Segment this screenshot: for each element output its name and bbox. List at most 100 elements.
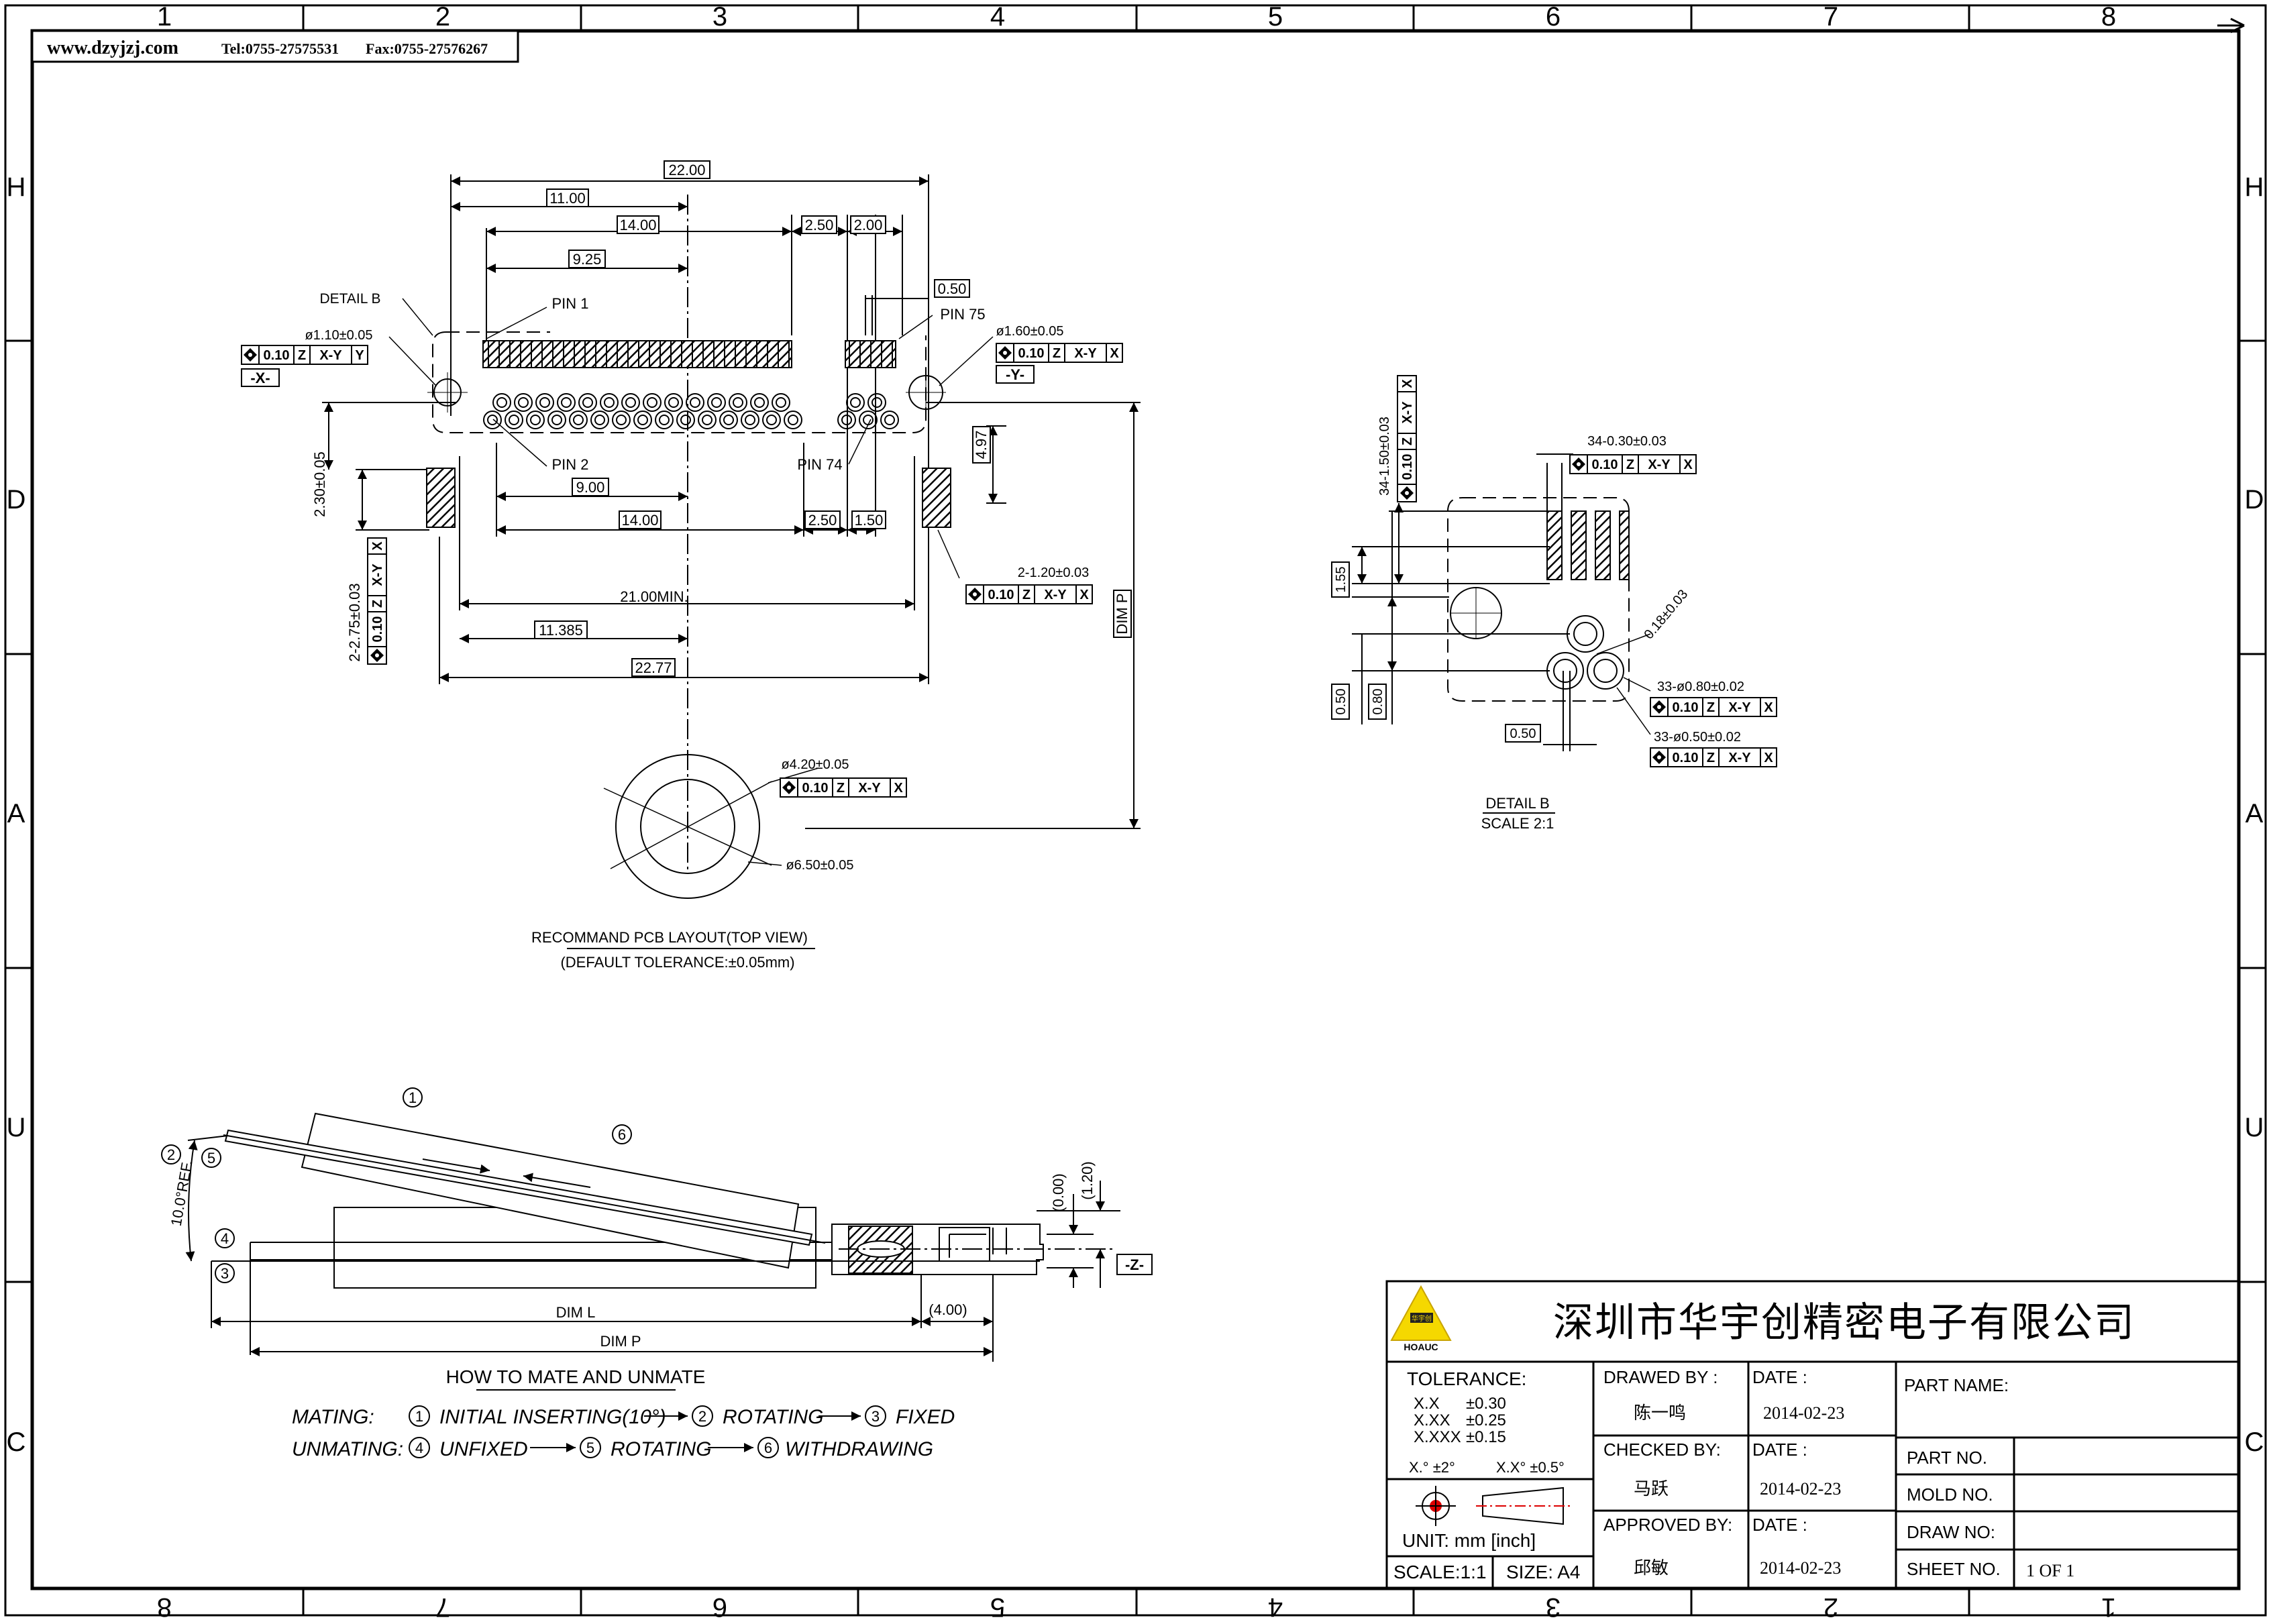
unmating-label: UNMATING: xyxy=(292,1438,403,1460)
col-label-bottom-6: 6 xyxy=(712,1592,727,1621)
dim-33-dia-0-50: 33-ø0.50±0.02 xyxy=(1654,730,1741,745)
step-marker-2: 2 xyxy=(167,1146,175,1163)
dim-0-50-horizontal: 0.50 xyxy=(1510,726,1536,741)
tolerance-cell: X-Y xyxy=(1400,401,1415,424)
row-top-pad-drill xyxy=(539,397,550,408)
date-value-3: 2014-02-23 xyxy=(1760,1558,1841,1578)
sheet-frame xyxy=(4,4,2267,1617)
row-bottom-pad-drill xyxy=(723,415,734,425)
tolerance-cell: Z xyxy=(1707,700,1715,715)
sheet-no-label: SHEET NO. xyxy=(1907,1559,2001,1579)
logo-name: HOAUC xyxy=(1404,1342,1438,1352)
dim-2-30: 2.30±0.05 xyxy=(311,451,328,517)
row-label-left-D: D xyxy=(7,485,26,515)
row-top-pad-drill xyxy=(711,397,722,408)
col-label-bottom-3: 3 xyxy=(1546,1592,1561,1621)
row-top-pad-drill xyxy=(690,397,700,408)
row-bottom-pad-drill xyxy=(637,415,648,425)
unmating-step-5-text: ROTATING xyxy=(611,1438,712,1460)
tolerance-cell: 0.10 xyxy=(1673,700,1699,715)
checked-by-label: CHECKED BY: xyxy=(1603,1440,1721,1460)
tolerance-cell: Z xyxy=(1400,437,1415,445)
mating-label: MATING: xyxy=(292,1406,374,1428)
row-top-right-pad xyxy=(867,393,886,412)
tol-xxxx-val: ±0.15 xyxy=(1466,1428,1506,1446)
dim-dia-4-20: ø4.20±0.05 xyxy=(781,757,849,772)
step-marker-6: 6 xyxy=(618,1126,626,1143)
row-bottom-pad xyxy=(505,411,523,429)
website-link[interactable]: www.dzyjzj.com xyxy=(47,38,178,58)
round-pad-inner xyxy=(640,779,735,874)
angle-tol-2: X.X° ±0.5° xyxy=(1496,1459,1565,1476)
dim-l: DIM L xyxy=(556,1304,596,1321)
row-bottom-pad xyxy=(526,411,545,429)
row-top-pad xyxy=(750,393,769,412)
tolerance-cell: 0.10 xyxy=(1592,457,1618,472)
title-block-text: 深圳市华宇创精密电子有限公司 TOLERANCE: X.X ±0.30 X.XX… xyxy=(1393,1300,2134,1582)
sheet-no-value: 1 OF 1 xyxy=(2026,1561,2074,1580)
mate-title: HOW TO MATE AND UNMATE xyxy=(446,1366,706,1387)
pcb-pin-stripes xyxy=(488,341,893,368)
col-label-top-8: 8 xyxy=(2101,2,2116,32)
mating-step-1-text: INITIAL INSERTING(10°) xyxy=(439,1406,666,1428)
detail-b-pad-2 xyxy=(1546,652,1584,690)
dim-34-0-30: 34-0.30±0.03 xyxy=(1587,434,1667,449)
tolerance-label: TOLERANCE: xyxy=(1407,1368,1526,1389)
label-detail-b: DETAIL B xyxy=(319,291,380,307)
tolerance-cell: 0.10 xyxy=(264,348,290,363)
row-label-right-A: A xyxy=(2246,799,2264,828)
row-top-pad-drill xyxy=(733,397,743,408)
row-bottom-pad-drill xyxy=(551,415,562,425)
row-top-right-pad-drill xyxy=(850,397,861,408)
col-label-top-7: 7 xyxy=(1824,2,1838,32)
unmating-step-4-text: UNFIXED xyxy=(439,1438,528,1460)
step-marker-4: 4 xyxy=(221,1230,229,1247)
tol-xx-val: ±0.30 xyxy=(1466,1395,1506,1413)
unmating-step-num-5: 5 xyxy=(586,1440,594,1456)
row-top-pad xyxy=(600,393,619,412)
row-bottom-pad-drill xyxy=(702,415,712,425)
tolerance-cell: X xyxy=(1683,457,1693,472)
tolerance-cell: X xyxy=(1400,379,1415,388)
tolerance-cell: 0.10 xyxy=(1018,346,1045,361)
part-no-label: PART NO. xyxy=(1907,1448,1987,1468)
dim-dia-1-60: ø1.60±0.05 xyxy=(996,324,1063,339)
tolerance-cell: Z xyxy=(370,600,385,608)
row-top-pad xyxy=(621,393,640,412)
pcb-caption-tolerance: (DEFAULT TOLERANCE:±0.05mm) xyxy=(560,954,794,971)
row-top-pad xyxy=(707,393,726,412)
dim-22-77: 22.77 xyxy=(635,659,672,676)
dim-2-2-75: 2-2.75±0.03 xyxy=(346,583,363,661)
date-value-2: 2014-02-23 xyxy=(1760,1479,1841,1499)
dim-9-25: 9.25 xyxy=(573,251,602,268)
tolerance-cell: X xyxy=(1764,700,1773,715)
unmating-step-6-text: WITHDRAWING xyxy=(785,1438,933,1460)
row-bottom-right-pad-drill xyxy=(884,415,895,425)
mating-step-num-3: 3 xyxy=(872,1408,880,1425)
row-bottom-right-pad xyxy=(859,411,878,429)
date-label-2: DATE : xyxy=(1752,1440,1807,1460)
size-text: SIZE: A4 xyxy=(1506,1562,1581,1582)
row-bottom-pad xyxy=(569,411,588,429)
dim-11-00: 11.00 xyxy=(549,190,585,207)
date-label-3: DATE : xyxy=(1752,1515,1807,1535)
step-marker-3: 3 xyxy=(221,1265,229,1282)
col-label-top-5: 5 xyxy=(1268,2,1283,32)
row-top-pad-drill xyxy=(754,397,765,408)
dim-0-80: 0.80 xyxy=(1371,689,1385,715)
row-bottom-pad-drill xyxy=(509,415,519,425)
row-top-pad xyxy=(535,393,554,412)
row-bottom-pad-drill xyxy=(745,415,755,425)
tolerance-cell: Z xyxy=(837,781,845,796)
tolerance-cell: X-Y xyxy=(858,781,881,796)
row-top-pad-drill xyxy=(647,397,657,408)
step-marker-1: 1 xyxy=(409,1089,417,1106)
datum-x: -X- xyxy=(250,370,270,386)
col-label-top-4: 4 xyxy=(990,2,1005,32)
